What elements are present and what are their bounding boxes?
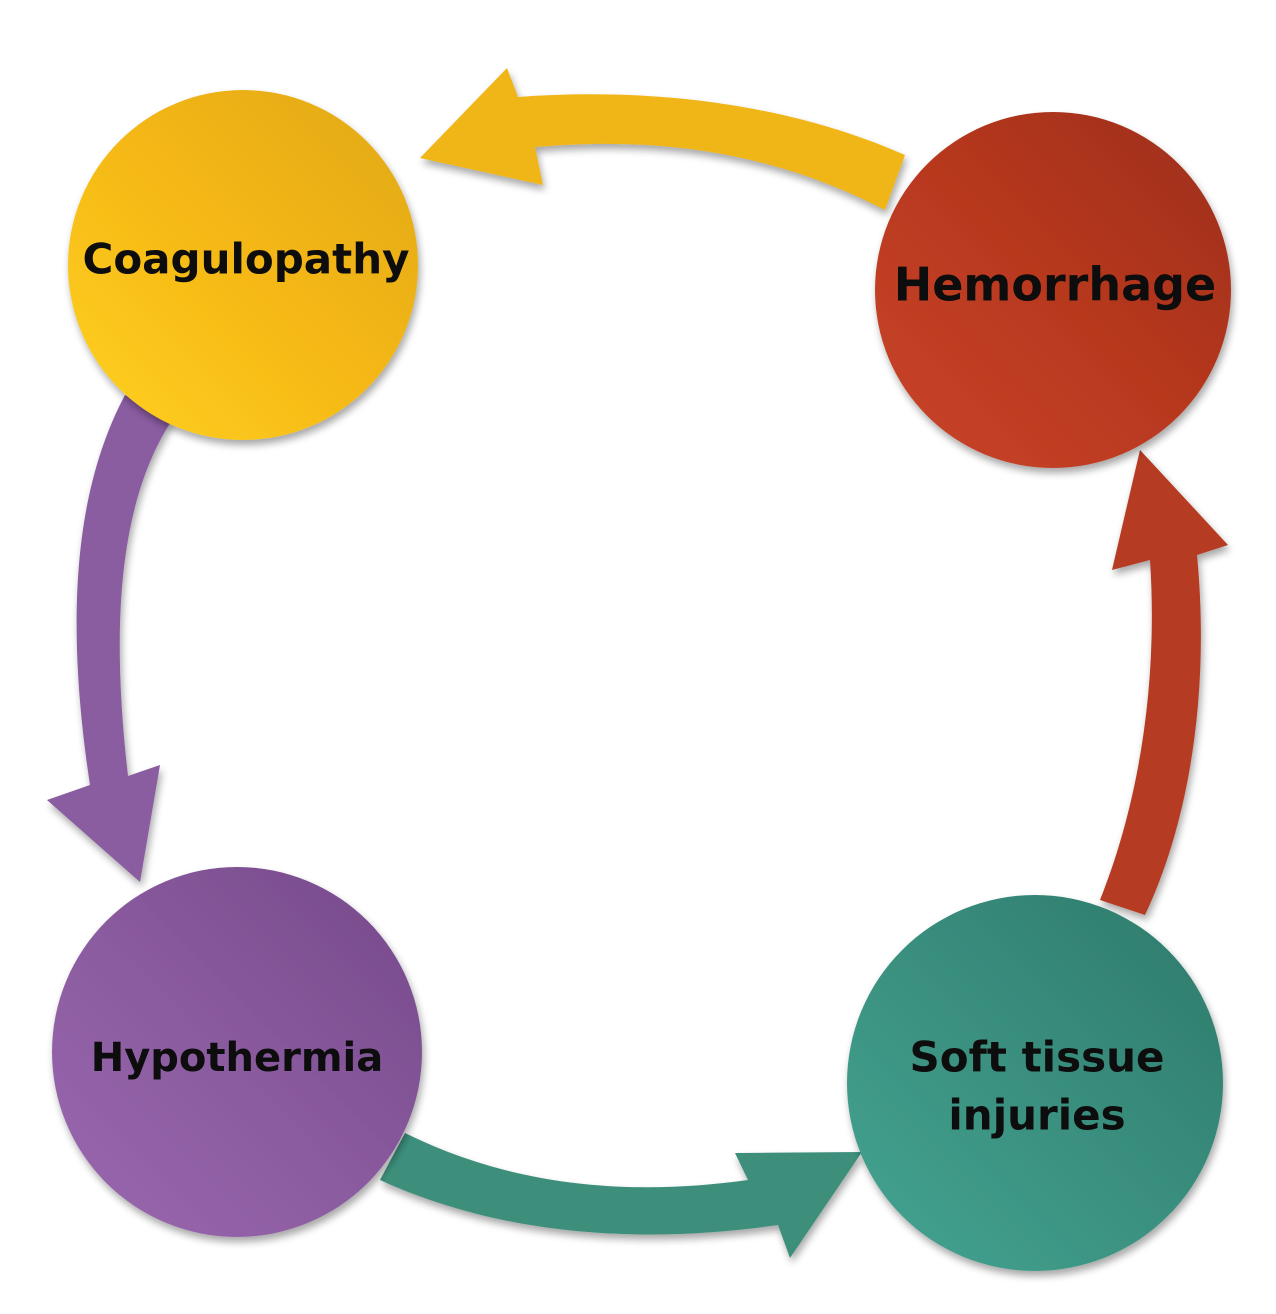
node-circle	[847, 895, 1223, 1271]
node-label: Hypothermia	[91, 1035, 384, 1081]
node-soft-tissue-injuries: Soft tissue injuries	[847, 895, 1223, 1271]
node-circle	[875, 112, 1231, 468]
node-label: Hemorrhage	[894, 258, 1217, 312]
node-coagulopathy: Coagulopathy	[68, 90, 418, 440]
node-label-line-1: Soft tissue	[910, 1033, 1165, 1082]
arrow-hemorrhage-to-coagulopathy	[420, 68, 905, 210]
node-hemorrhage: Hemorrhage	[875, 112, 1231, 468]
arrow-coagulopathy-to-hypothermia	[47, 395, 172, 882]
node-hypothermia: Hypothermia	[52, 867, 422, 1237]
arrow-soft-tissue-injuries-to-hemorrhage	[1100, 450, 1228, 915]
node-label-line-2: injuries	[948, 1091, 1125, 1140]
node-label: Coagulopathy	[83, 235, 410, 284]
node-circle	[68, 90, 418, 440]
arrow-hypothermia-to-soft-tissue-injuries	[380, 1133, 862, 1258]
node-circle	[52, 867, 422, 1237]
